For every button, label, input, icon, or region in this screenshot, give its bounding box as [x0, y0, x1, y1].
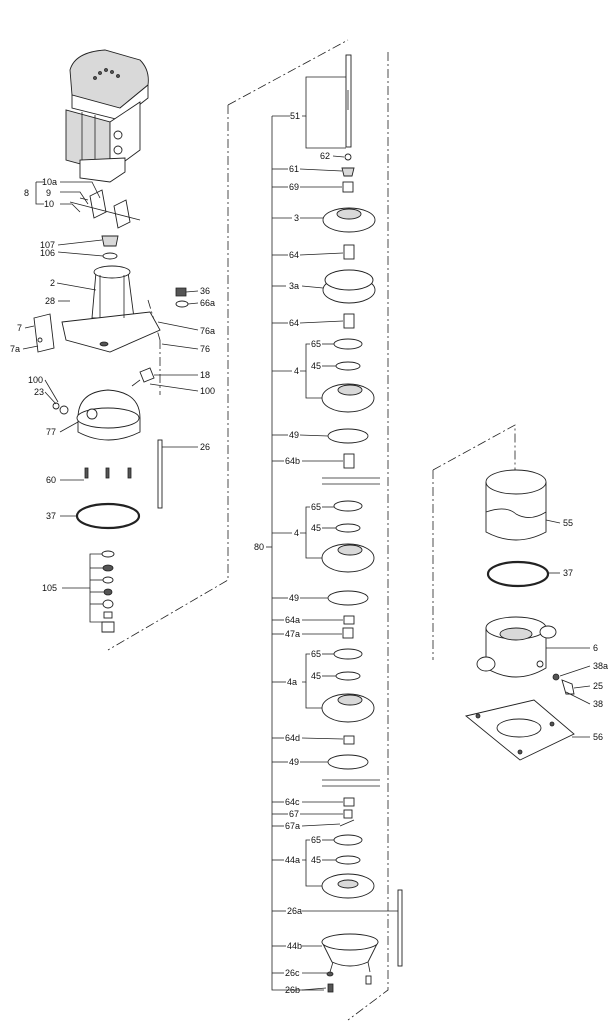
stack-parts [321, 153, 403, 993]
label-100-left: 100 [28, 375, 43, 385]
label-64a: 64a [285, 615, 300, 625]
label-25: 25 [593, 681, 603, 691]
label-26b: 26b [285, 985, 300, 995]
label-64b: 64b [285, 456, 300, 466]
label-56: 56 [593, 732, 603, 742]
label-62: 62 [320, 151, 330, 161]
label-66a: 66a [200, 298, 215, 308]
label-65-3: 65 [311, 649, 321, 659]
kit-105 [101, 550, 115, 633]
label-3a: 3a [289, 281, 299, 291]
label-6: 6 [593, 643, 598, 653]
pump-head-2 [61, 265, 161, 353]
label-28: 28 [45, 296, 55, 306]
label-67: 67 [289, 809, 299, 819]
label-49-1: 49 [289, 430, 299, 440]
label-76: 76 [200, 344, 210, 354]
label-26a: 26a [287, 906, 302, 916]
label-105: 105 [42, 583, 57, 593]
label-37-left: 37 [46, 511, 56, 521]
label-69: 69 [289, 182, 299, 192]
label-64c: 64c [285, 797, 300, 807]
label-76a: 76a [200, 326, 215, 336]
valve-18 [131, 367, 155, 387]
shaft-seal-107 [101, 235, 119, 260]
label-18: 18 [200, 370, 210, 380]
o-ring-37-left [75, 502, 141, 530]
label-67a: 67a [285, 821, 300, 831]
plug-36 [175, 287, 189, 308]
label-4-2: 4 [294, 528, 299, 538]
coupling-assembly [69, 189, 141, 229]
part-labels: 10a 8 9 10 107 106 2 36 28 66a 7 76a 7a … [10, 111, 608, 995]
label-106: 106 [40, 248, 55, 258]
label-3: 3 [294, 213, 299, 223]
label-80: 80 [254, 542, 264, 552]
label-49-3: 49 [289, 757, 299, 767]
label-45-3: 45 [311, 671, 321, 681]
label-4a: 4a [287, 677, 297, 687]
tie-bolt-26 [157, 439, 163, 509]
label-61: 61 [289, 164, 299, 174]
label-65-4: 65 [311, 835, 321, 845]
label-26: 26 [200, 442, 210, 452]
label-10a: 10a [42, 177, 57, 187]
label-7: 7 [17, 323, 22, 333]
label-77: 77 [46, 427, 56, 437]
label-4-1: 4 [294, 366, 299, 376]
label-45-1: 45 [311, 361, 321, 371]
label-9: 9 [46, 188, 51, 198]
label-38: 38 [593, 699, 603, 709]
label-51: 51 [290, 111, 300, 121]
base-6 [476, 616, 557, 678]
motor [65, 49, 149, 183]
plug-25 [552, 673, 575, 695]
label-64d: 64d [285, 733, 300, 743]
label-64-1: 64 [289, 250, 299, 260]
o-ring-37-right [486, 560, 550, 588]
label-44b: 44b [287, 941, 302, 951]
label-44a: 44a [285, 855, 300, 865]
label-23: 23 [34, 387, 44, 397]
label-10: 10 [44, 199, 54, 209]
label-7a: 7a [10, 344, 20, 354]
label-45-2: 45 [311, 523, 321, 533]
label-65-1: 65 [311, 339, 321, 349]
label-2: 2 [50, 278, 55, 288]
label-65-2: 65 [311, 502, 321, 512]
base-77 [52, 389, 141, 441]
assembly-outline-middle [347, 52, 389, 1021]
label-55: 55 [563, 518, 573, 528]
label-47a: 47a [285, 629, 300, 639]
screws-60 [84, 467, 132, 479]
guard-7 [33, 313, 55, 353]
label-8: 8 [24, 188, 29, 198]
label-49-2: 49 [289, 593, 299, 603]
break-marks [322, 477, 380, 787]
label-45-4: 45 [311, 855, 321, 865]
label-107: 107 [40, 240, 55, 250]
assembly-outline-right [432, 424, 516, 660]
label-60: 60 [46, 475, 56, 485]
label-37-right: 37 [563, 568, 573, 578]
leader-lines [22, 76, 591, 991]
shaft-51 [345, 54, 352, 148]
foot-56 [465, 699, 575, 761]
label-100-right: 100 [200, 386, 215, 396]
label-26c: 26c [285, 968, 300, 978]
sleeve-55 [485, 469, 547, 541]
label-36: 36 [200, 286, 210, 296]
label-64-2: 64 [289, 318, 299, 328]
label-38a: 38a [593, 661, 608, 671]
